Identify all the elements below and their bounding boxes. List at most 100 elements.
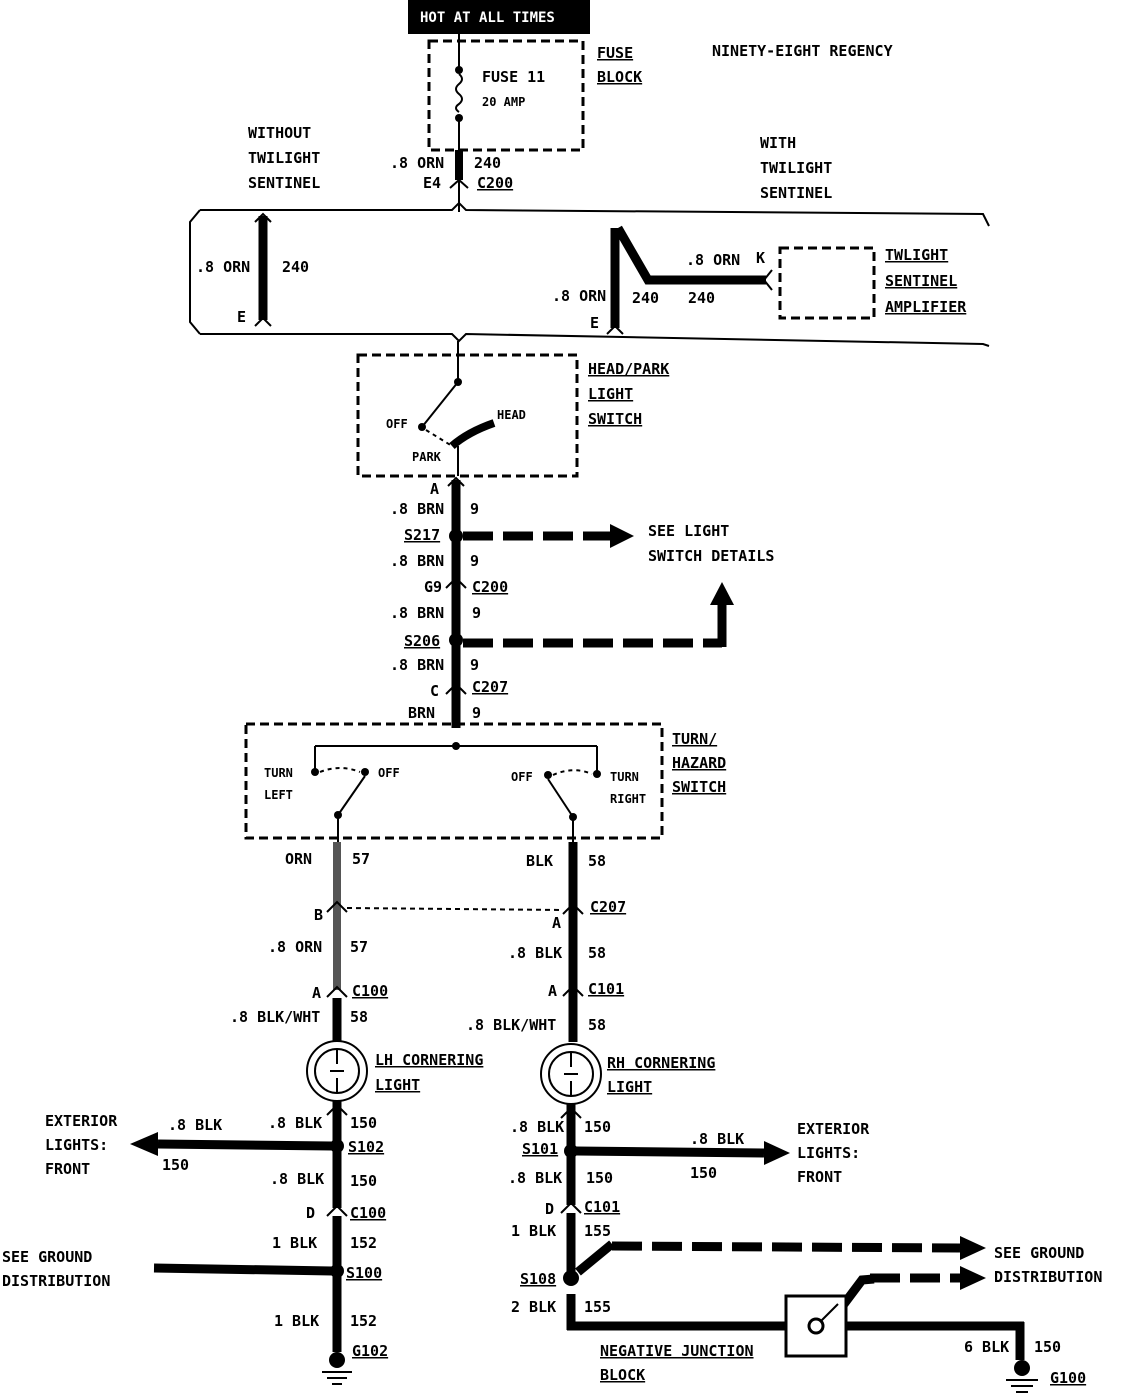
right-pin-a2: A: [548, 982, 557, 1000]
top-wire-size: .8 ORN: [390, 154, 444, 172]
hps-off-label: OFF: [386, 417, 408, 431]
right-w5: .8 BLK: [508, 1169, 562, 1187]
left-ext-3: FRONT: [45, 1160, 90, 1178]
rh-lamp-label-2: LIGHT: [607, 1078, 652, 1096]
turn-hazard-label-1: TURN/: [672, 730, 717, 748]
with-twilight-1: WITH: [760, 134, 796, 152]
left-c4: 150: [350, 1114, 377, 1132]
fuse-name: FUSE 11: [482, 68, 545, 86]
without-wire-circuit: 240: [282, 258, 309, 276]
top-wire-connector: C200: [477, 174, 513, 192]
right-ext-wire: [575, 1146, 765, 1158]
amplifier-label-3: AMPLIFIER: [885, 298, 967, 316]
left-pin-b: B: [314, 906, 323, 924]
hps-head-contact: [449, 419, 496, 450]
hps-off-contact: [418, 423, 426, 431]
hot-label: HOT AT ALL TIMES: [420, 10, 555, 26]
left-ext-1: EXTERIOR: [45, 1112, 118, 1130]
with-wire-circuit: 240: [632, 289, 659, 307]
center-w3: .8 BRN: [390, 604, 444, 622]
amplifier-label-2: SENTINEL: [885, 272, 957, 290]
right-c2: 58: [588, 944, 606, 962]
left-c6: 152: [350, 1234, 377, 1252]
th-right-dash: [552, 769, 593, 776]
nj-label-2: BLOCK: [600, 1366, 645, 1384]
right-connector-c207: [562, 902, 584, 915]
splice-s206: [449, 633, 463, 647]
right-c7: 155: [584, 1298, 611, 1316]
center-connector-a: [447, 476, 465, 487]
th-turn-right-2: RIGHT: [610, 792, 646, 806]
hps-park-label: PARK: [412, 450, 442, 464]
right-c6: 155: [584, 1222, 611, 1240]
th-right-arm: [547, 778, 574, 818]
lh-lamp-filament: [330, 1049, 344, 1093]
right-w1: BLK: [526, 852, 553, 870]
left-ext-2: LIGHTS:: [45, 1136, 108, 1154]
right-conn3: C101: [584, 1198, 620, 1216]
th-left-arm: [337, 775, 366, 816]
th-left-dash: [319, 767, 361, 773]
right-gnd-wire-1: [611, 1241, 961, 1253]
top-wire-pin: E4: [423, 174, 441, 192]
without-wire-pin: E: [237, 308, 246, 326]
th-turn-left-1: TURN: [264, 766, 293, 780]
ground-g102-icon: [322, 1352, 352, 1385]
splice-s217: [449, 529, 463, 543]
right-ext-1: EXTERIOR: [797, 1120, 870, 1138]
left-gnd-1: SEE GROUND: [2, 1248, 92, 1266]
fuse-node-top: [455, 66, 463, 74]
right-c1: 58: [588, 852, 606, 870]
th-turn-right-1: TURN: [610, 770, 639, 784]
center-w4: .8 BRN: [390, 656, 444, 674]
right-ground: G100: [1050, 1369, 1086, 1387]
diagram-title: NINETY-EIGHT REGENCY: [712, 42, 893, 60]
right-gnd-arrow-2: [960, 1266, 986, 1290]
center-c1: 9: [470, 500, 479, 518]
center-pin-g9: G9: [424, 578, 442, 596]
hps-arm: [421, 381, 459, 428]
left-pin-a: A: [312, 984, 321, 1002]
turn-hazard-label-3: SWITCH: [672, 778, 726, 796]
hps-label-1: HEAD/PARK: [588, 360, 669, 378]
fuse-block-label-2: BLOCK: [597, 68, 642, 86]
hps-label-2: LIGHT: [588, 385, 633, 403]
right-w7: 2 BLK: [511, 1298, 556, 1316]
hps-label-3: SWITCH: [588, 410, 642, 428]
fuse-block-outline: [427, 39, 585, 152]
without-twilight-1: WITHOUT: [248, 124, 311, 142]
center-conn2: C207: [472, 678, 508, 696]
right-w4: .8 BLK: [510, 1118, 564, 1136]
ground-g100-icon: [1006, 1360, 1038, 1393]
with-connector-bottom: [606, 324, 624, 335]
left-connector-d: [326, 1204, 348, 1217]
lh-lamp-label-2: LIGHT: [375, 1076, 420, 1094]
option-band-bottom: [200, 332, 990, 347]
s206-arrow: [710, 582, 734, 605]
hps-dash: [425, 429, 453, 447]
right-connector-d: [560, 1201, 582, 1214]
right-splice2: S108: [520, 1270, 556, 1288]
center-splice2: S206: [404, 632, 440, 650]
center-conn1: C200: [472, 578, 508, 596]
th-off-left: OFF: [378, 766, 400, 780]
with-wire-label: .8 ORN: [552, 287, 606, 305]
fuse-element: [455, 73, 463, 113]
right-pin-a: A: [552, 914, 561, 932]
without-wire-label: .8 ORN: [196, 258, 250, 276]
left-w1: ORN: [285, 850, 312, 868]
without-twilight-2: TWILIGHT: [248, 149, 320, 167]
left-conn2: C100: [350, 1204, 386, 1222]
left-lamp-conn: [326, 1103, 348, 1116]
left-gnd-2: DISTRIBUTION: [2, 1272, 110, 1290]
left-c5: 150: [350, 1172, 377, 1190]
left-ground: G102: [352, 1342, 388, 1360]
with-twilight-3: SENTINEL: [760, 184, 832, 202]
left-pin-d: D: [306, 1204, 315, 1222]
right-w8: 6 BLK: [964, 1338, 1009, 1356]
th-left-off-contact: [361, 768, 369, 776]
without-connector-bottom: [254, 316, 272, 327]
hot-label-box: [408, 0, 590, 34]
left-w3: .8 BLK/WHT: [230, 1008, 320, 1026]
